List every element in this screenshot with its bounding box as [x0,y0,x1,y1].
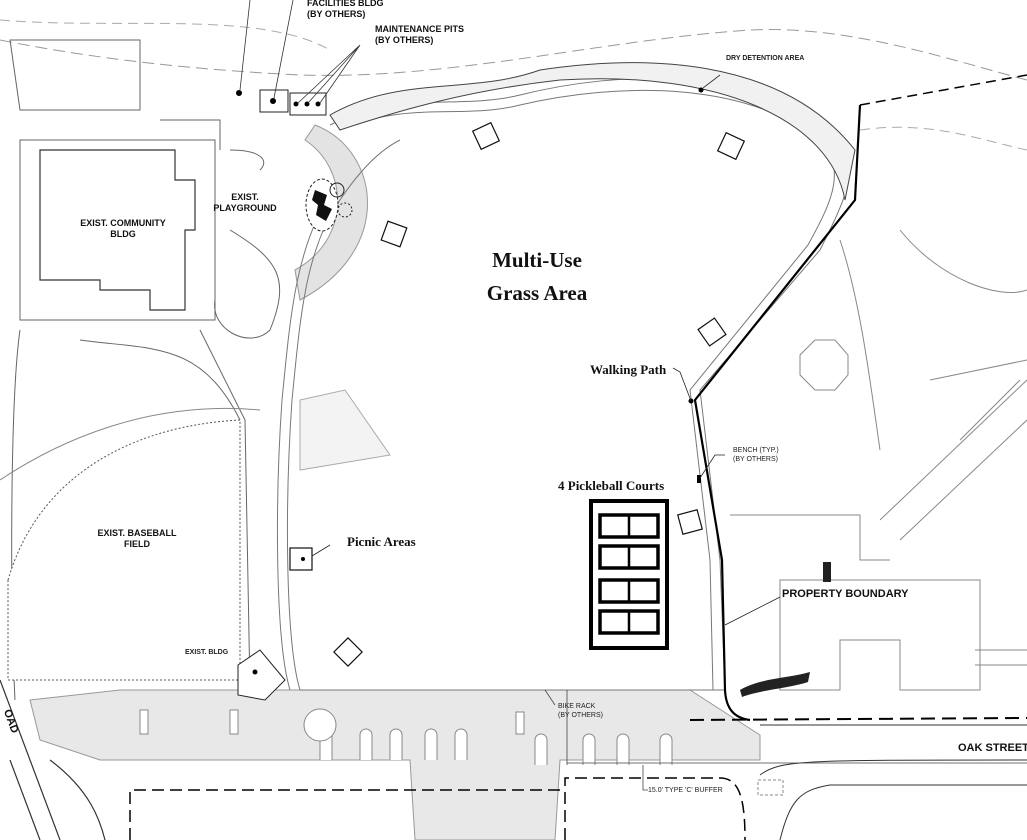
facilities-label-2: (BY OTHERS) [307,9,366,19]
playground-label-1: EXIST. [231,192,259,202]
picnic-tables [289,121,746,667]
exist-bldg-label: EXIST. BLDG [185,649,229,656]
existing-building [237,649,286,701]
community-bldg-label-2: BLDG [110,229,136,239]
pickleball-label: 4 Pickleball Courts [558,478,665,493]
multi-use-grass-label-1: Multi-Use [492,248,582,272]
pits-label-2: (BY OTHERS) [375,35,434,45]
multi-use-grass-label-2: Grass Area [486,281,588,305]
pickleball-courts [589,499,669,650]
baseball-label-1: EXIST. BASEBALL [97,528,177,538]
community-building [39,149,196,311]
walking-path [286,78,850,691]
oak-street-label: OAK STREET [958,742,1027,754]
bike-rack-label-1: BIKE RACK [558,703,596,710]
property-boundary-label: PROPERTY BOUNDARY [782,588,909,600]
bench-icon [697,475,701,483]
hillside-contour [0,29,1027,81]
adjacent-buildings [730,229,1027,691]
parking-islands [139,708,673,765]
bench-label-2: (BY OTHERS) [733,456,778,463]
baseball-label-2: FIELD [124,539,150,549]
dry-detention-area [329,62,856,201]
walking-path-label: Walking Path [590,362,667,377]
playground-surface [294,124,368,301]
community-bldg-label-1: EXIST. COMMUNITY [80,218,166,228]
picnic-areas-label: Picnic Areas [347,534,416,549]
bench-label-1: BENCH (TYP.) [733,447,779,454]
buffer-label: 15.0' TYPE 'C' BUFFER [648,787,723,794]
oak-street [759,724,1027,840]
baseball-field [7,419,241,681]
pits-label-1: MAINTENANCE PITS [375,24,465,34]
dry-detention-label: DRY DETENTION AREA [726,55,805,62]
property-boundary-line [693,104,862,722]
bike-rack-label-2: (BY OTHERS) [558,712,603,719]
playground-label-2: PLAYGROUND [213,203,277,213]
playground-equipment [305,178,353,232]
facilities-label-1: FACILITIES BLDG [307,0,384,8]
